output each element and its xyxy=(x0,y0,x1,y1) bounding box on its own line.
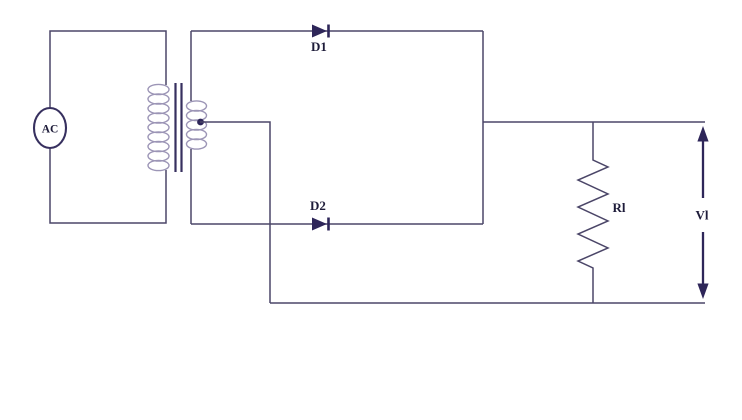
center-tap-wire xyxy=(200,121,271,303)
transformer xyxy=(147,83,208,172)
primary-coil-turn xyxy=(147,102,170,115)
diode-d2-label: D2 xyxy=(310,198,326,213)
load-resistor-label: Rl xyxy=(613,200,626,215)
primary-coil-turn xyxy=(147,83,170,96)
diode-d2: D2 xyxy=(310,198,330,231)
secondary-coil-turn xyxy=(185,100,208,112)
output-voltage-marker: Vl xyxy=(696,126,709,299)
primary-coil-turn xyxy=(147,159,170,172)
primary-coil-turn xyxy=(147,121,170,134)
vl-arrow-down-head-icon xyxy=(697,283,709,299)
primary-coil-turn xyxy=(147,150,170,162)
ac-source-symbol xyxy=(32,106,68,150)
primary-coil-turn xyxy=(147,93,170,105)
resistor-zigzag xyxy=(576,122,610,303)
primary-coil-turn xyxy=(147,112,170,124)
primary-coil-turn xyxy=(147,131,170,143)
secondary-coil-turn xyxy=(185,119,208,131)
ac-source-label: AC xyxy=(42,124,59,136)
diode-d1: D1 xyxy=(311,24,330,54)
diode-d1-triangle-icon xyxy=(312,24,327,38)
vl-arrow-up-head-icon xyxy=(697,126,709,142)
transformer-secondary-coil xyxy=(185,100,208,150)
primary-coil-turn xyxy=(147,140,170,153)
transformer-primary-coil xyxy=(147,83,170,172)
diode-d2-triangle-icon xyxy=(312,217,327,231)
ac-source-loop: AC xyxy=(32,30,167,224)
load-resistor: Rl xyxy=(576,122,626,303)
secondary-coil-turn xyxy=(185,138,208,150)
secondary-coil-turn xyxy=(185,128,208,141)
primary-loop-wire xyxy=(49,30,167,224)
secondary-coil-turn xyxy=(185,109,208,122)
output-voltage-label: Vl xyxy=(696,208,709,223)
diode-d1-label: D1 xyxy=(311,39,327,54)
